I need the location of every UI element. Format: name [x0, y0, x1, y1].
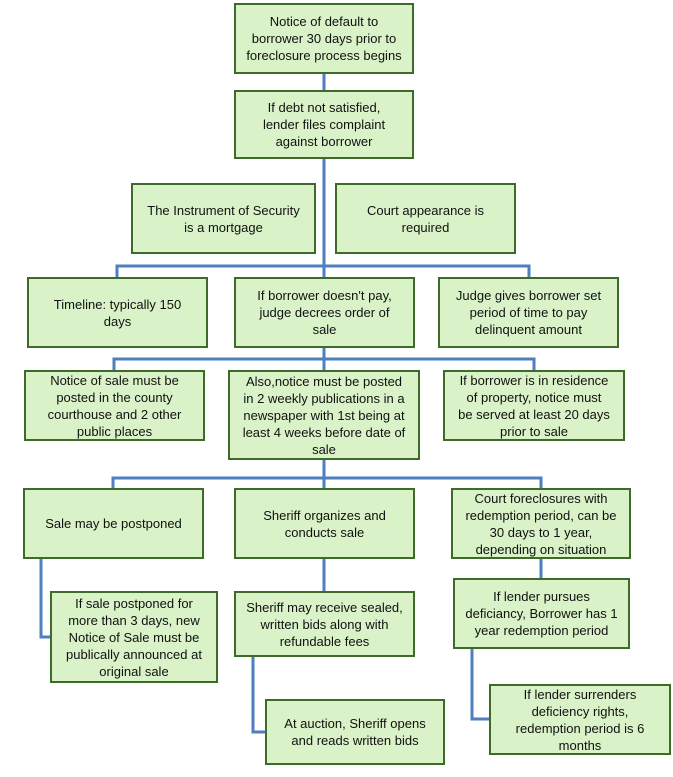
node-text-line: Sale may be postponed: [45, 516, 182, 531]
node-text-line: in 2 weekly publications in a: [243, 390, 405, 406]
node-text-line: Sheriff may receive sealed,: [246, 599, 403, 615]
node-text-line: 30 days to 1 year,: [489, 524, 593, 540]
node-text-line: required: [401, 219, 450, 235]
node-text-line: refundable fees: [279, 633, 370, 649]
node-text-line: judge decrees order of: [259, 305, 390, 320]
node-text-line: posted in the county: [56, 389, 173, 405]
node-text-line: Notice of Sale must be: [68, 629, 200, 645]
node-text-line: written bids along with: [260, 616, 389, 632]
node-text-line: If sale postponed for: [75, 595, 193, 611]
node-text-line: Sheriff organizes and: [263, 507, 386, 523]
node-text-line: delinquent amount: [475, 322, 582, 337]
node-text-line: sale: [312, 441, 336, 457]
node-text-line: least 4 weeks before date of: [242, 424, 406, 440]
node-text-line: Judge gives borrower set: [455, 288, 602, 303]
node-text-line: conducts sale: [284, 524, 365, 540]
node-text-line: be served at least 20 days: [458, 406, 610, 422]
node-text-line: is a mortgage: [184, 219, 263, 235]
node-text-line: publically announced at: [66, 646, 202, 662]
node-text-line: Notice of sale must be: [50, 372, 179, 388]
node-text-line: more than 3 days, new: [68, 612, 200, 628]
node-text-line: deficiency rights,: [531, 703, 629, 719]
node-text-line: At auction, Sheriff opens: [284, 716, 426, 731]
node-text-line: newspaper with 1st being at: [243, 407, 405, 423]
node-sealed-bids: Sheriff may receive sealed,written bids …: [234, 591, 415, 657]
node-text-line: The Instrument of Security: [147, 202, 300, 218]
node-text-line: If debt not satisfied,: [267, 100, 381, 115]
node-text-line: foreclosure process begins: [246, 48, 402, 63]
node-sale-postponed: Sale may be postponed: [23, 488, 204, 559]
node-text-line: Court foreclosures with: [474, 490, 608, 506]
node-text-line: courthouse and 2 other: [47, 406, 182, 422]
node-lender-files-complaint: If debt not satisfied, lender files compl…: [234, 90, 414, 159]
node-text-line: redemption period, can be: [465, 507, 617, 523]
node-text-line: year redemption period: [474, 623, 609, 638]
node-deficiency-pursued: If lender pursues deficiancy, Borrower ha…: [453, 578, 630, 649]
node-text-line: borrower 30 days prior to: [251, 31, 397, 46]
node-judge-gives-period: Judge gives borrower set period of time t…: [438, 277, 619, 348]
node-text-line: If lender pursues: [493, 589, 590, 604]
node-text-line: period of time to pay: [469, 305, 588, 320]
node-text-line: months: [558, 737, 602, 753]
node-text-line: If borrower is in residence: [459, 372, 609, 388]
node-text-line: lender files complaint: [262, 117, 386, 132]
node-text-line: Also,notice must be posted: [245, 373, 403, 389]
node-text-line: original sale: [99, 663, 169, 679]
node-text-line: sale: [312, 322, 337, 337]
node-text-line: against borrower: [275, 134, 373, 149]
node-text-line: redemption period is 6: [515, 720, 645, 736]
node-text-line: days: [103, 313, 132, 329]
node-judge-decrees-sale: If borrower doesn't pay, judge decrees or…: [234, 277, 415, 348]
node-text-line: Notice of default to: [269, 14, 379, 29]
node-text-line: of property, notice must: [466, 389, 602, 405]
node-text-line: and reads written bids: [291, 733, 419, 748]
node-notice-of-default: Notice of default to borrower 30 days pri…: [234, 3, 414, 74]
node-text-line: Court appearance is: [366, 202, 485, 218]
node-text-line: If borrower doesn't pay,: [257, 288, 392, 303]
node-text-line: public places: [76, 423, 153, 439]
node-text-line: prior to sale: [500, 423, 568, 439]
node-text-line: Timeline: typically 150: [53, 296, 182, 312]
node-text-line: If lender surrenders: [523, 686, 637, 702]
node-text-line: deficiancy, Borrower has 1: [465, 606, 618, 621]
node-auction-opens-bids: At auction, Sheriff opens and reads writt…: [265, 699, 445, 765]
node-text-line: depending on situation: [475, 541, 607, 557]
